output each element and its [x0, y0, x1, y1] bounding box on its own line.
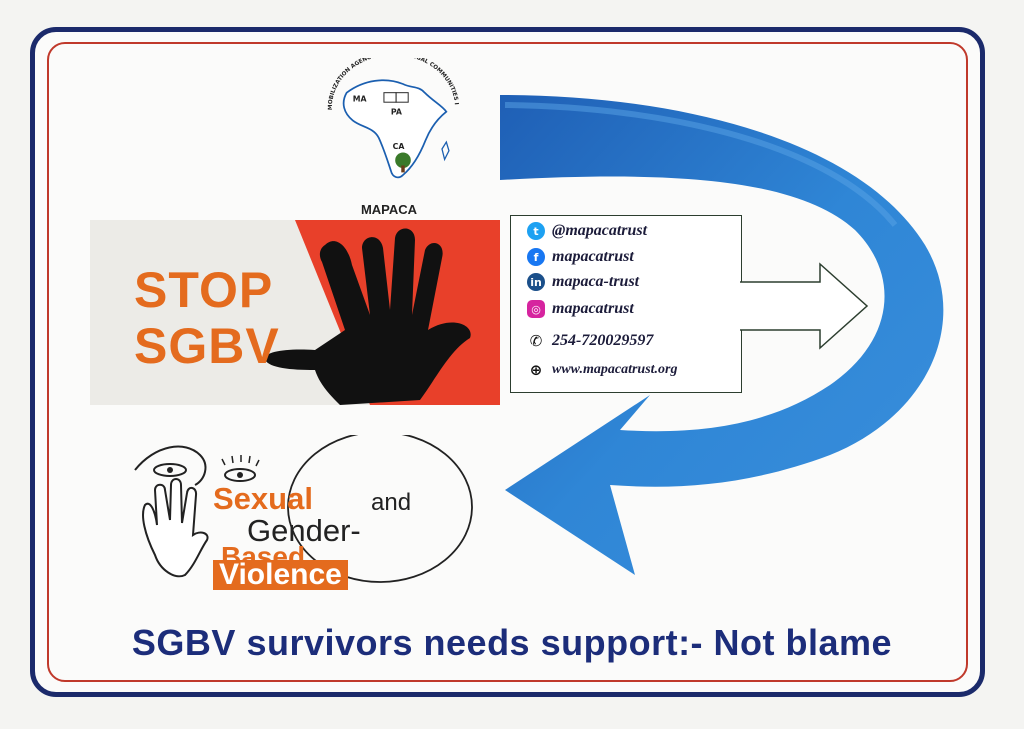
right-arrow-icon — [740, 262, 869, 350]
stop-sgbv-text: STOP SGBV — [134, 262, 280, 374]
globe-icon: ⊕ — [529, 361, 543, 379]
curved-arrow-icon — [500, 95, 944, 575]
linkedin-handle: mapaca-trust — [552, 273, 640, 290]
facebook-handle: mapacatrust — [552, 248, 634, 265]
contact-box: t @mapacatrust f mapacatrust in mapaca-t… — [510, 215, 742, 393]
logo-pa: PA — [391, 107, 402, 116]
emblem-violence: Violence — [213, 560, 348, 590]
contact-linkedin[interactable]: in mapaca-trust — [527, 273, 639, 291]
facebook-icon: f — [527, 248, 545, 266]
sgbv-emblem: Sexual and Gender- Based Violence — [125, 435, 485, 595]
mapaca-logo: MOBILIZATION AGENCY FOR PARALEGAL COMMUN… — [305, 58, 475, 218]
logo-name: MAPACA — [360, 202, 418, 217]
logo-ca: CA — [393, 142, 405, 151]
emblem-and: and — [371, 489, 412, 516]
linkedin-icon: in — [527, 273, 545, 291]
contact-website[interactable]: ⊕ www.mapacatrust.org — [527, 361, 678, 379]
face-hand-icon — [134, 435, 473, 583]
phone-icon: ✆ — [529, 332, 543, 350]
stop-line-1: STOP — [134, 262, 274, 318]
website-url: www.mapacatrust.org — [552, 362, 678, 377]
emblem-gender: Gender- — [247, 513, 361, 548]
contact-twitter[interactable]: t @mapacatrust — [527, 222, 647, 240]
footer-slogan: SGBV survivors needs support:- Not blame — [131, 622, 893, 663]
inner-border — [47, 42, 968, 682]
twitter-handle: @mapacatrust — [552, 222, 648, 239]
instagram-handle: mapacatrust — [552, 300, 634, 317]
contact-phone[interactable]: ✆ 254-720029597 — [527, 332, 654, 350]
contact-instagram[interactable]: ◎ mapacatrust — [527, 300, 634, 318]
africa-map-icon: MOBILIZATION AGENCY FOR PARALEGAL COMMUN… — [314, 58, 459, 179]
twitter-icon: t — [527, 222, 545, 240]
stop-line-2: SGBV — [134, 318, 280, 374]
emblem-sexual: Sexual — [213, 481, 313, 516]
stop-hand-icon — [264, 220, 500, 405]
contact-facebook[interactable]: f mapacatrust — [527, 248, 634, 266]
logo-ma: MA — [353, 94, 367, 103]
phone-number: 254-720029597 — [552, 332, 654, 349]
stop-sgbv-banner: STOP SGBV — [90, 220, 500, 405]
instagram-icon: ◎ — [527, 300, 545, 318]
